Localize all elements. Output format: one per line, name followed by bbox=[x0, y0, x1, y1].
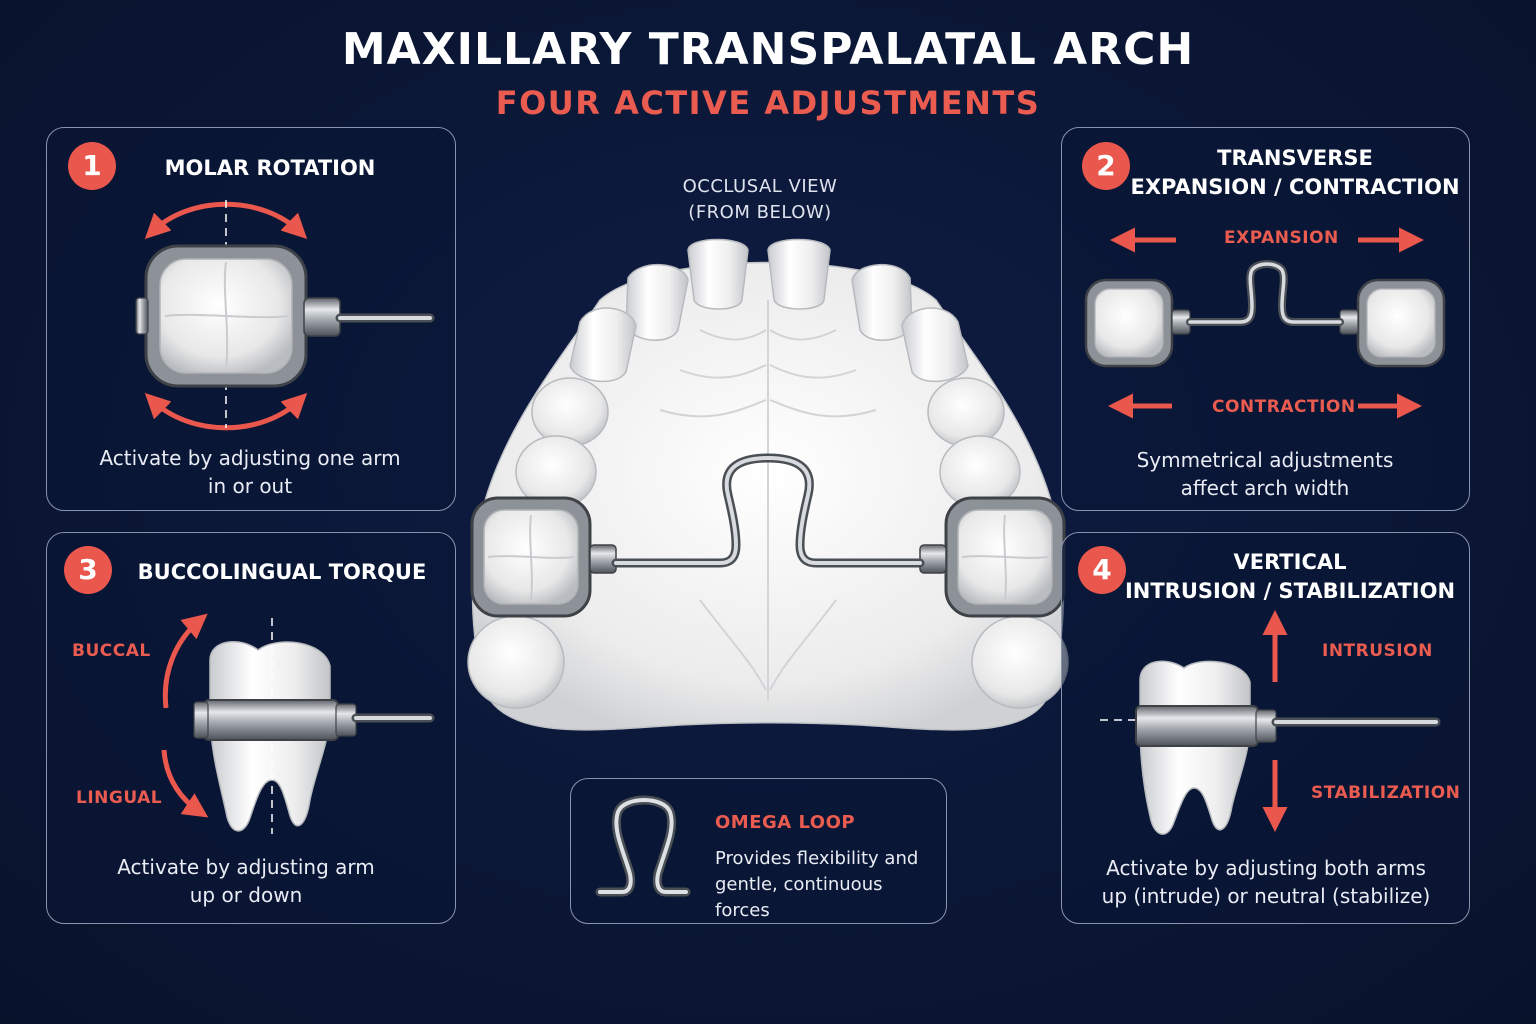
panel-4-desc-line1: Activate by adjusting both arms bbox=[1106, 856, 1426, 880]
occlusal-view-line1: OCCLUSAL VIEW bbox=[682, 176, 838, 197]
posterior-teeth-left bbox=[467, 377, 609, 709]
panel-2-title-line1: TRANSVERSE bbox=[1217, 146, 1373, 170]
panel-1-description: Activate by adjusting one arm in or out bbox=[60, 444, 440, 500]
panel-2-title-line2: EXPANSION / CONTRACTION bbox=[1130, 175, 1460, 199]
anterior-teeth bbox=[569, 238, 969, 383]
palatal-rugae bbox=[659, 300, 877, 700]
panel-4-description: Activate by adjusting both arms up (intr… bbox=[1066, 854, 1466, 910]
panel-3-desc-line1: Activate by adjusting arm bbox=[117, 855, 375, 879]
panel-1-number-badge: 1 bbox=[68, 142, 116, 190]
omega-desc-line1: Provides flexibility and bbox=[715, 848, 919, 869]
panel-4-desc-line2: up (intrude) or neutral (stabilize) bbox=[1101, 884, 1431, 908]
panel-3-title: BUCCOLINGUAL TORQUE bbox=[137, 560, 427, 584]
panel-2-number-badge: 2 bbox=[1082, 142, 1130, 190]
lingual-label: LINGUAL bbox=[76, 788, 163, 808]
banded-molar-left bbox=[470, 496, 617, 618]
panel-1-title: MOLAR ROTATION bbox=[164, 156, 376, 180]
panel-4-title-line1: VERTICAL bbox=[1233, 550, 1347, 574]
buccal-label: BUCCAL bbox=[72, 641, 151, 661]
omega-loop-description: Provides flexibility and gentle, continu… bbox=[715, 846, 940, 924]
panel-2-desc-line2: affect arch width bbox=[1180, 476, 1350, 500]
panel-3-description: Activate by adjusting arm up or down bbox=[56, 853, 436, 909]
panel-2-desc-line1: Symmetrical adjustments bbox=[1136, 448, 1394, 472]
omega-desc-line2: gentle, continuous forces bbox=[715, 874, 883, 921]
panel-2-title: TRANSVERSE EXPANSION / CONTRACTION bbox=[1130, 144, 1460, 202]
page-title: MAXILLARY TRANSPALATAL ARCH bbox=[341, 24, 1195, 75]
panel-3-number-badge: 3 bbox=[64, 546, 112, 594]
contraction-label: CONTRACTION bbox=[1212, 397, 1356, 417]
panel-4-number-badge: 4 bbox=[1078, 546, 1126, 594]
expansion-label: EXPANSION bbox=[1224, 228, 1339, 248]
panel-4-title: VERTICAL INTRUSION / STABILIZATION bbox=[1120, 548, 1460, 606]
panel-3-desc-line2: up or down bbox=[189, 883, 303, 907]
panel-2-description: Symmetrical adjustments affect arch widt… bbox=[1075, 446, 1455, 502]
page-subtitle: FOUR ACTIVE ADJUSTMENTS bbox=[495, 84, 1041, 122]
panel-1-desc-line1: Activate by adjusting one arm bbox=[99, 446, 401, 470]
posterior-teeth-right bbox=[927, 377, 1069, 709]
panel-1-desc-line2: in or out bbox=[207, 474, 293, 498]
occlusal-view-label: OCCLUSAL VIEW (FROM BELOW) bbox=[640, 174, 880, 226]
omega-loop-title: OMEGA LOOP bbox=[715, 812, 856, 833]
stabilization-label: STABILIZATION bbox=[1311, 783, 1461, 803]
intrusion-label: INTRUSION bbox=[1322, 641, 1433, 661]
occlusal-view-line2: (FROM BELOW) bbox=[688, 202, 832, 223]
panel-4-title-line2: INTRUSION / STABILIZATION bbox=[1124, 579, 1456, 603]
